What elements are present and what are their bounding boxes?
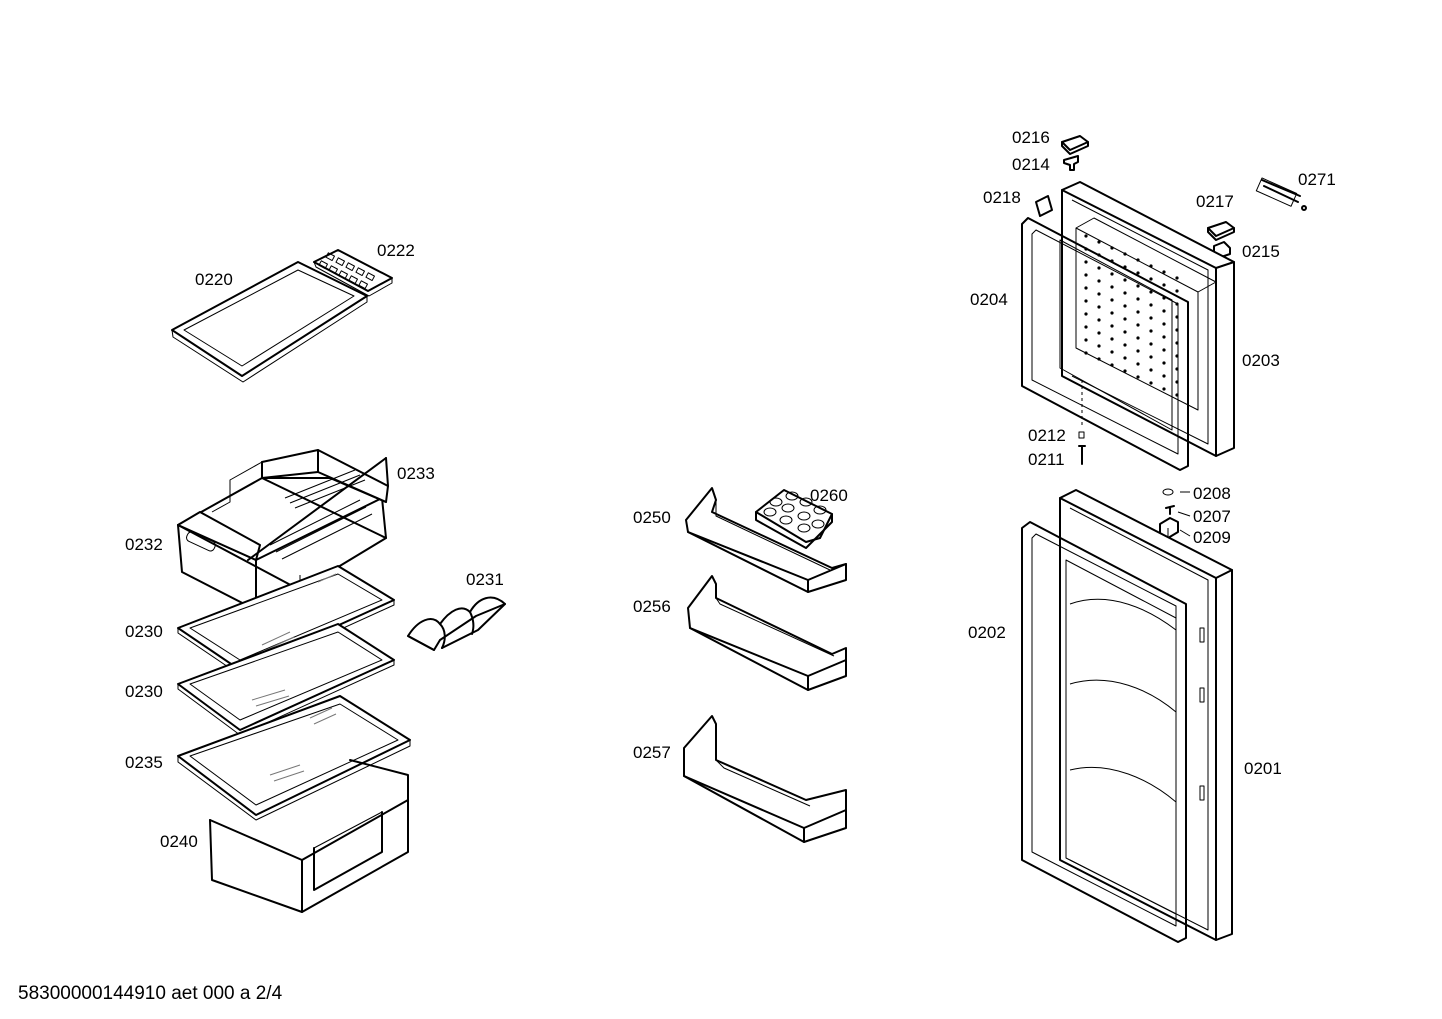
- label-0208: 0208: [1193, 484, 1231, 503]
- label-0217: 0217: [1196, 192, 1234, 211]
- label-0203: 0203: [1242, 351, 1280, 370]
- label-0257: 0257: [633, 743, 671, 762]
- label-0215: 0215: [1242, 242, 1280, 261]
- label-0230-b: 0230: [125, 682, 163, 701]
- part-0203-upper-door: [1061, 181, 1235, 457]
- part-0217-cap: [1207, 221, 1235, 241]
- label-0240: 0240: [160, 832, 198, 851]
- label-0271: 0271: [1298, 170, 1336, 189]
- part-0220-shelf: [171, 261, 368, 383]
- part-0240-crisper: [209, 759, 409, 913]
- part-0222-ice-tray: [313, 249, 393, 297]
- part-0208-washer: [1162, 488, 1174, 496]
- label-0260: 0260: [810, 486, 848, 505]
- part-0250-door-bin: [685, 487, 847, 593]
- part-0211-screw: [1078, 445, 1086, 465]
- part-0202-lower-gasket: [1021, 521, 1187, 943]
- label-0233: 0233: [397, 464, 435, 483]
- label-0218: 0218: [983, 188, 1021, 207]
- part-0214-hinge: [1063, 155, 1079, 171]
- part-0257-door-bin: [683, 715, 847, 843]
- label-0250: 0250: [633, 508, 671, 527]
- label-0207: 0207: [1193, 507, 1231, 526]
- part-0201-lower-door: [1059, 489, 1233, 941]
- part-0271-logo: [1255, 177, 1307, 211]
- part-0231-egg-tray: [407, 596, 506, 651]
- label-0232: 0232: [125, 535, 163, 554]
- label-0201: 0201: [1244, 759, 1282, 778]
- label-0209: 0209: [1193, 528, 1231, 547]
- part-0230-shelf-b: [177, 623, 395, 736]
- label-0214: 0214: [1012, 155, 1050, 174]
- label-0204: 0204: [970, 290, 1008, 309]
- part-0260-egg-holder: [755, 489, 833, 549]
- part-0233-divider: [247, 449, 389, 561]
- label-0216: 0216: [1012, 128, 1050, 147]
- label-0202: 0202: [968, 623, 1006, 642]
- label-0256: 0256: [633, 597, 671, 616]
- label-0211: 0211: [1028, 450, 1065, 469]
- label-0212: 0212: [1028, 426, 1066, 445]
- document-reference: 58300000144910 aet 000 a 2/4: [18, 983, 283, 1004]
- upper-door-dot-grid: [1084, 234, 1179, 397]
- part-0256-door-bin: [687, 575, 847, 691]
- part-0204-upper-gasket: [1021, 217, 1189, 471]
- label-0230-a: 0230: [125, 622, 163, 641]
- part-0230-shelf-a: [177, 565, 395, 676]
- part-0212-screw: [1078, 380, 1085, 439]
- label-0220: 0220: [195, 270, 233, 289]
- part-0216-cap: [1061, 135, 1089, 155]
- label-0235: 0235: [125, 753, 163, 772]
- part-0207-screw: [1165, 505, 1175, 515]
- label-0231: 0231: [466, 570, 504, 589]
- part-0218-plate: [1035, 195, 1053, 217]
- part-0235-shelf-c: [177, 695, 411, 821]
- label-0222: 0222: [377, 241, 415, 260]
